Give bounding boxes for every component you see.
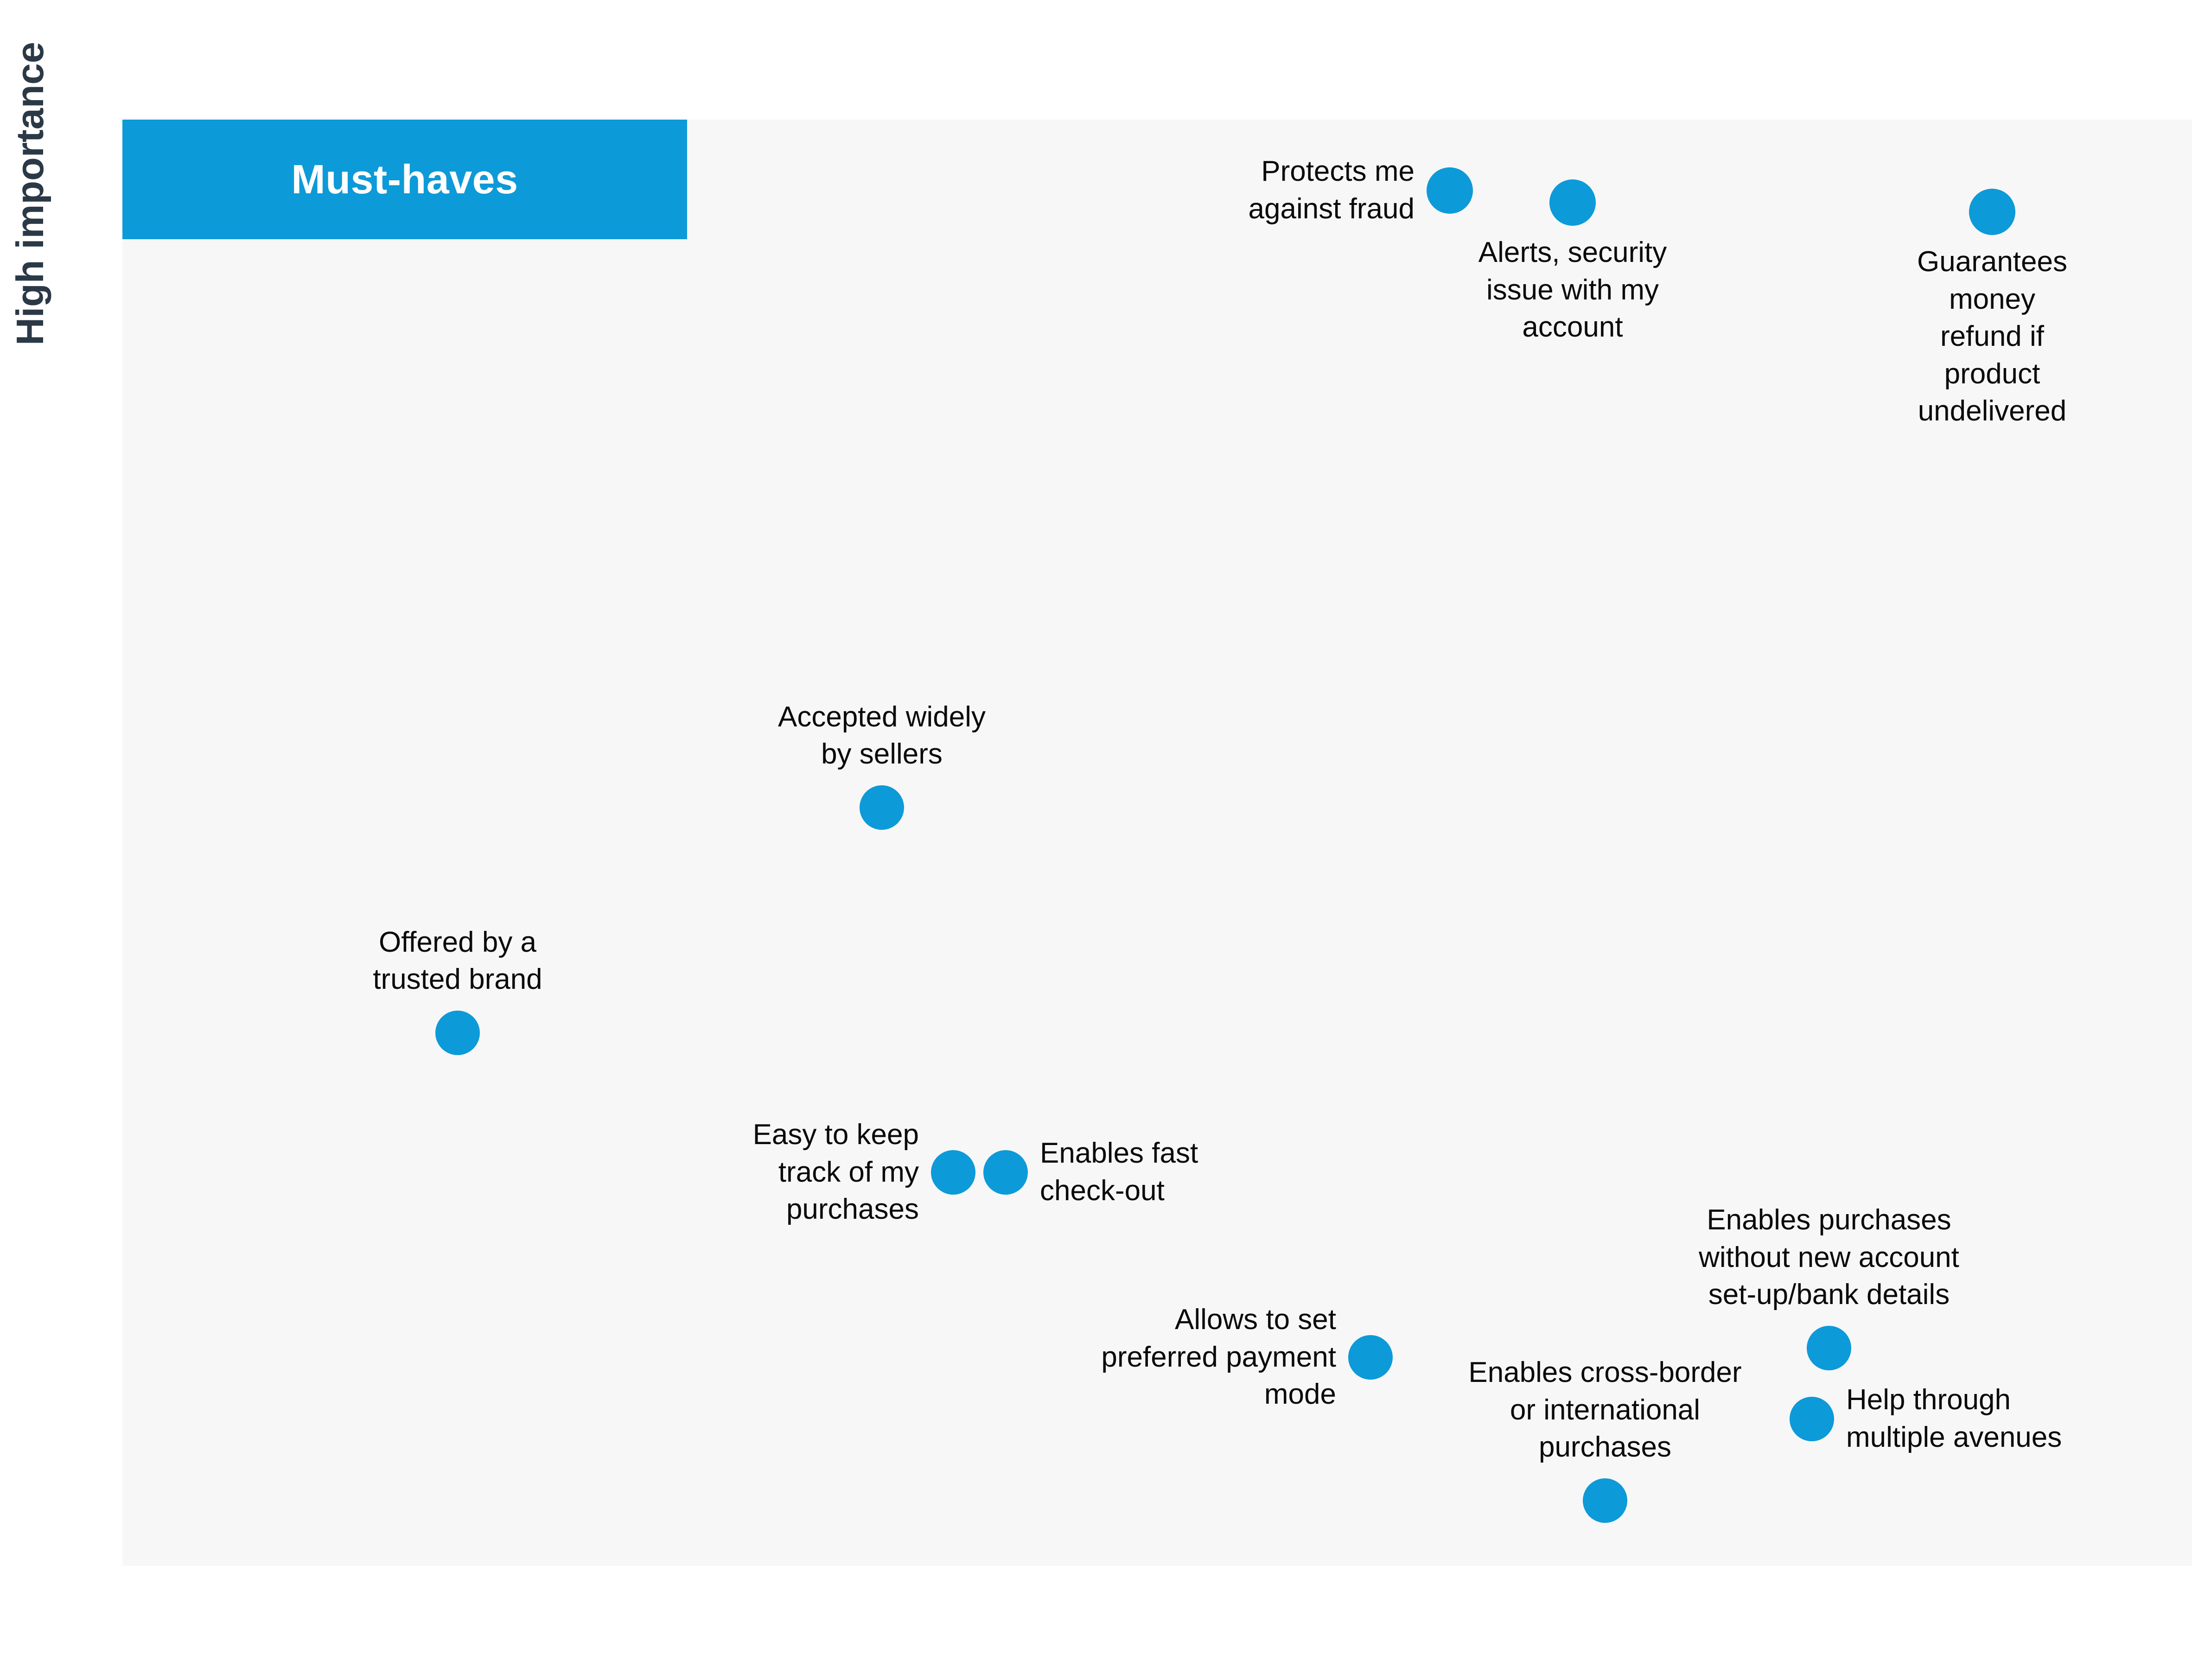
data-point[interactable] xyxy=(983,1150,1028,1195)
data-point[interactable] xyxy=(860,785,904,830)
quadrant-banner-label: Must-haves xyxy=(291,156,518,202)
data-point[interactable] xyxy=(435,1011,480,1055)
data-point[interactable] xyxy=(931,1150,975,1195)
data-point-label: Allows to set preferred payment mode xyxy=(1101,1304,1336,1411)
data-point-label: Help through multiple avenues xyxy=(1846,1384,2062,1453)
data-point[interactable] xyxy=(1348,1335,1393,1380)
data-point-label: Protects me against fraud xyxy=(1248,155,1415,225)
data-point[interactable] xyxy=(1790,1397,1834,1441)
data-point-label: Enables purchases without new account se… xyxy=(1699,1204,1959,1311)
data-point[interactable] xyxy=(1427,167,1473,214)
data-point-label: Alerts, security issue with my account xyxy=(1478,236,1667,344)
quadrant-banner-must-haves: Must-haves xyxy=(122,120,687,239)
y-axis-label: High importance xyxy=(8,42,51,345)
data-point-label: Offered by a trusted brand xyxy=(373,926,542,996)
data-point-label: Enables cross-border or international pu… xyxy=(1468,1356,1742,1464)
data-point[interactable] xyxy=(1969,189,2015,235)
data-point[interactable] xyxy=(1583,1478,1627,1523)
data-point[interactable] xyxy=(1549,179,1596,226)
data-point-label: Accepted widely by sellers xyxy=(777,700,986,770)
plot-panel xyxy=(122,120,2192,1566)
data-point-label: Enables fast check-out xyxy=(1040,1137,1198,1207)
data-point[interactable] xyxy=(1807,1326,1851,1370)
data-point-label: Easy to keep track of my purchases xyxy=(752,1119,919,1226)
data-point-label: Guarantees money refund if product undel… xyxy=(1917,246,2067,427)
